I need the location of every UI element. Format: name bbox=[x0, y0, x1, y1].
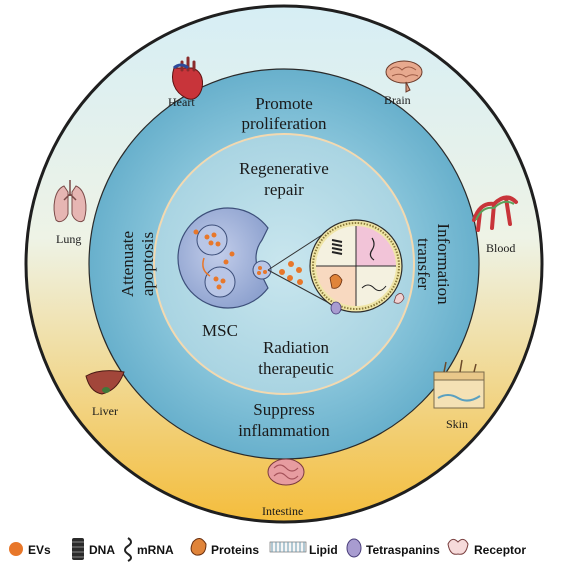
intestine-label: Intestine bbox=[262, 504, 303, 518]
budding-ev bbox=[252, 260, 272, 280]
msc-vesicle-lower bbox=[204, 266, 236, 298]
ev-receptor bbox=[393, 293, 405, 304]
lung-icon bbox=[53, 180, 87, 223]
released-evs bbox=[279, 261, 303, 285]
tetraspanin-icon bbox=[346, 538, 362, 558]
heart-label: Heart bbox=[168, 95, 195, 109]
promote-label-2: proliferation bbox=[242, 114, 327, 133]
ev-cross-section bbox=[309, 219, 405, 315]
legend-evs-label: EVs bbox=[28, 543, 51, 557]
legend-lipid-label: Lipid bbox=[309, 543, 338, 557]
protein-blob-icon bbox=[190, 538, 207, 556]
suppress-label-2: inflammation bbox=[238, 421, 330, 440]
legend: EVs DNA mRNA Proteins Lipid Tetraspanins… bbox=[9, 537, 526, 562]
ev-dna bbox=[331, 239, 343, 255]
blood-label: Blood bbox=[486, 241, 515, 255]
heart-icon bbox=[172, 56, 203, 100]
legend-proteins-label: Proteins bbox=[211, 543, 259, 557]
radiation-label-2: therapeutic bbox=[258, 359, 334, 378]
skin-icon bbox=[433, 359, 485, 409]
brain-icon bbox=[385, 60, 423, 93]
msc-label: MSC bbox=[202, 321, 238, 340]
ev-tetraspanin bbox=[330, 301, 342, 315]
regenerative-label-2: repair bbox=[264, 180, 304, 199]
brain-label: Brain bbox=[384, 93, 411, 107]
ev-lipid-strand bbox=[361, 284, 387, 292]
liver-label: Liver bbox=[92, 404, 118, 418]
dna-coil-icon bbox=[72, 538, 84, 560]
ev-mrna bbox=[369, 237, 375, 261]
suppress-label-1: Suppress bbox=[253, 400, 314, 419]
legend-tetraspanins-label: Tetraspanins bbox=[366, 543, 440, 557]
legend-dna-label: DNA bbox=[89, 543, 115, 557]
attenuate-label-2: apoptosis bbox=[138, 232, 157, 296]
radiation-label-1: Radiation bbox=[263, 338, 330, 357]
inner-circle bbox=[153, 133, 415, 395]
receptor-icon bbox=[447, 538, 469, 555]
liver-icon bbox=[85, 370, 125, 395]
attenuate-label-1: Attenuate bbox=[118, 231, 137, 297]
mrna-strand-icon bbox=[124, 537, 132, 562]
ev-protein bbox=[329, 274, 343, 289]
ev-dot-icon bbox=[9, 542, 23, 556]
msc-vesicle-upper bbox=[196, 224, 228, 256]
lung-label: Lung bbox=[56, 232, 81, 246]
skin-label: Skin bbox=[446, 417, 468, 431]
information-label-2: transfer bbox=[414, 238, 433, 290]
blood-vessel-icon bbox=[472, 195, 518, 232]
legend-mrna-label: mRNA bbox=[137, 543, 174, 557]
lipid-bilayer-icon bbox=[269, 541, 307, 553]
promote-label-1: Promote bbox=[255, 94, 313, 113]
msc-cell bbox=[177, 207, 272, 309]
information-label-1: Information bbox=[434, 223, 453, 305]
legend-receptor-label: Receptor bbox=[474, 543, 526, 557]
regenerative-label-1: Regenerative bbox=[239, 159, 329, 178]
intestine-icon bbox=[267, 458, 305, 486]
